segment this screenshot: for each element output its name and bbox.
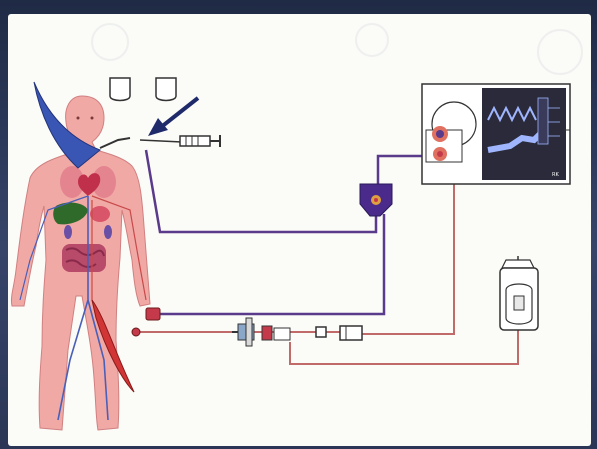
- venous-line: [146, 150, 376, 232]
- collection-cup-icon: [110, 78, 176, 101]
- arterial-return-line: [160, 214, 384, 314]
- transducer-icon: [360, 184, 392, 216]
- syringe-icon: [140, 135, 220, 147]
- transducer-to-monitor-line: [378, 156, 426, 186]
- monitor-display-tag: RK: [552, 172, 559, 178]
- monitor-screen: [482, 88, 566, 180]
- monitor-icon: RK: [422, 84, 570, 184]
- pointer-arrow-icon: [148, 98, 198, 136]
- neck-catheter-line: [100, 138, 130, 148]
- background-emblem: [92, 24, 582, 74]
- pressure-bag-icon: [500, 256, 538, 330]
